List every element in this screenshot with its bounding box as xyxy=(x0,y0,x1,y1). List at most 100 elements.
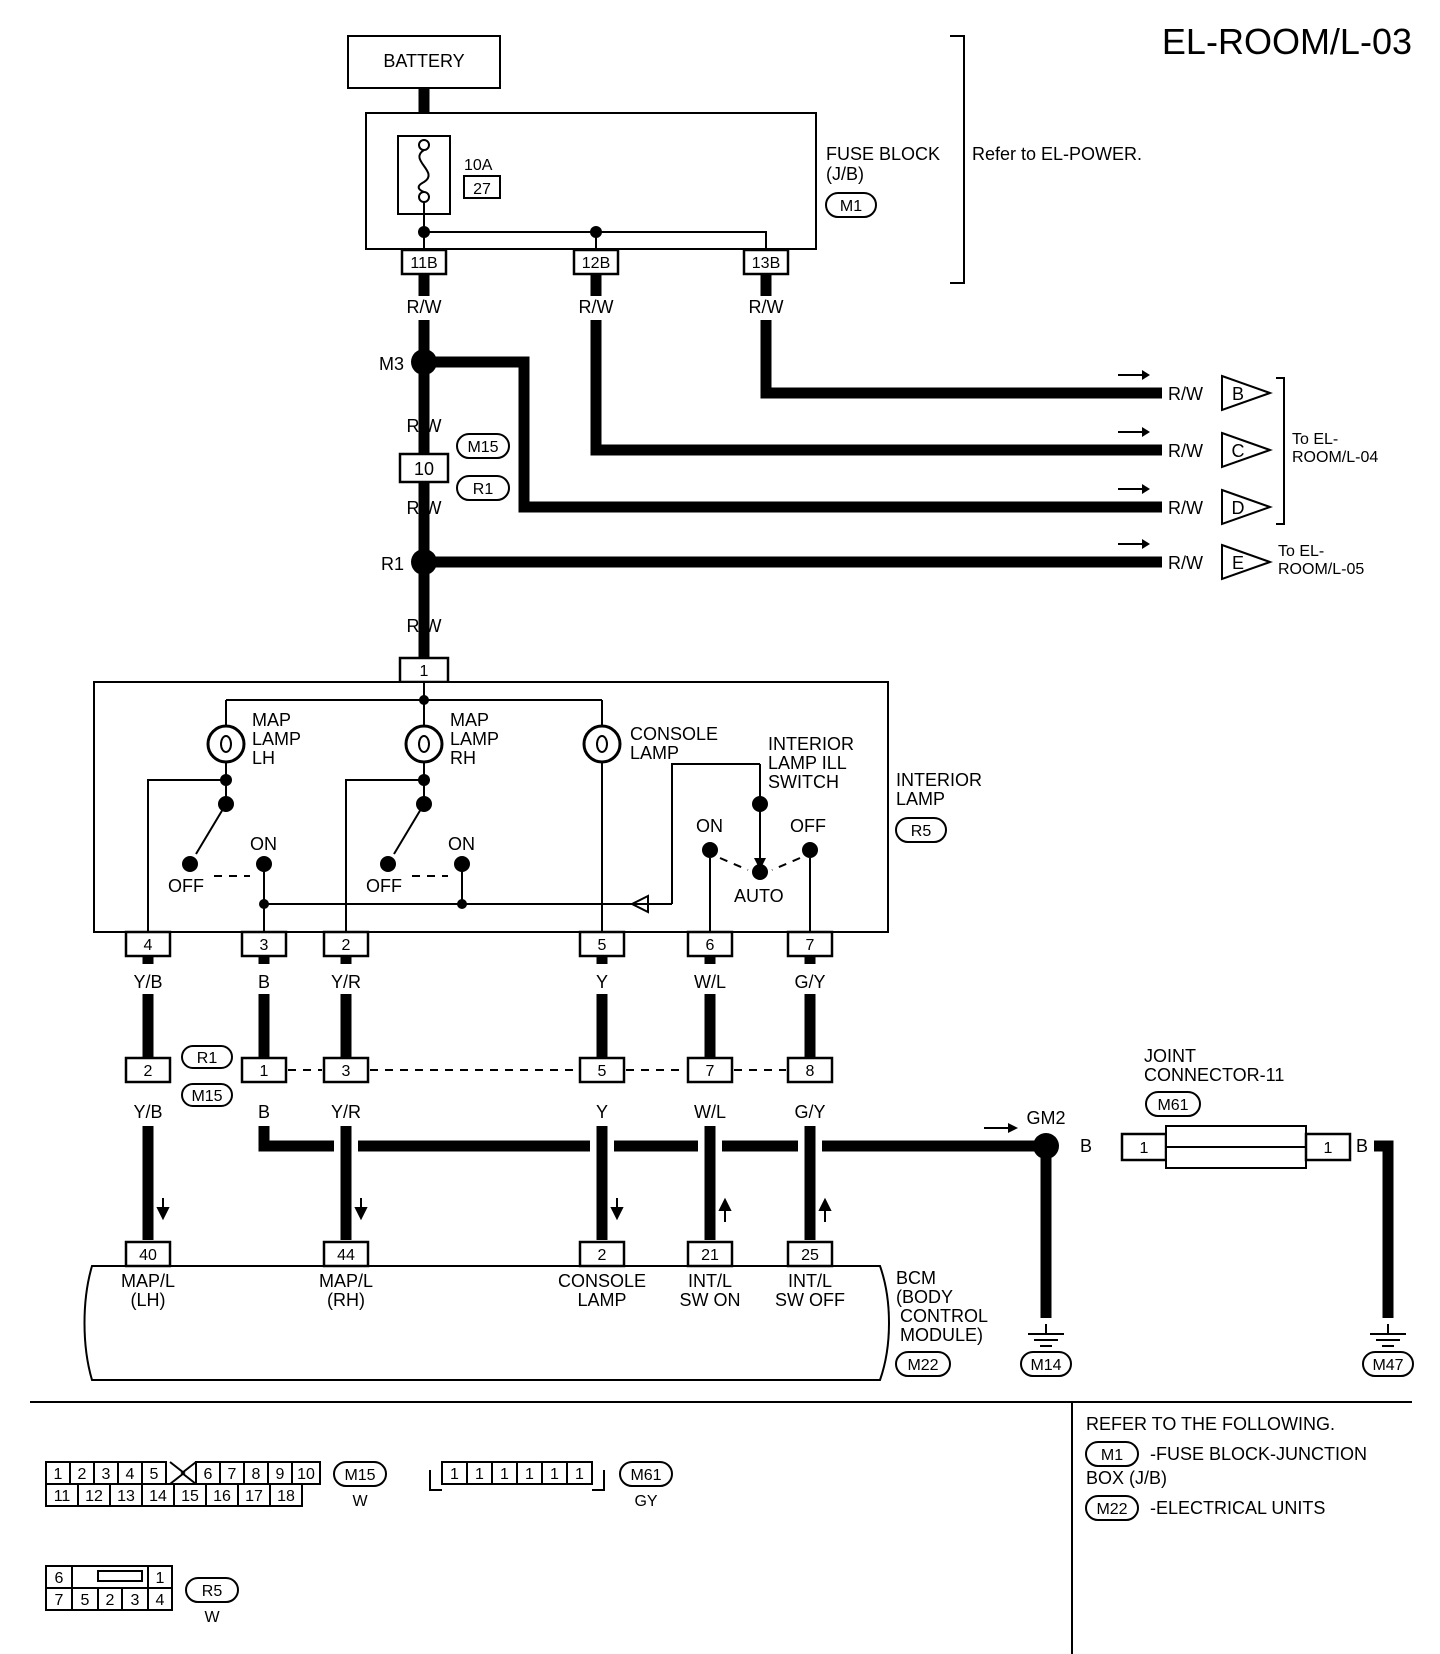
legend-r5-code: R5 xyxy=(202,1583,223,1600)
interior-lamp-input-pin: 1 xyxy=(420,663,429,680)
output-b: R/W B xyxy=(1118,370,1273,412)
legend-m15-pin-12: 12 xyxy=(85,1488,103,1505)
output-b-letter: B xyxy=(1232,384,1244,404)
battery: BATTERY xyxy=(347,35,501,89)
bcm-pin-25: 25 xyxy=(801,1247,819,1264)
lamp-pin-6: 6 xyxy=(706,937,715,954)
junction-r1 xyxy=(411,549,437,575)
mid-pin-8: 8 xyxy=(806,1063,815,1080)
legend-m15-pin-18-cell xyxy=(269,1483,303,1507)
wire-inline-color: R/W xyxy=(407,498,442,518)
refer-power: Refer to EL-POWER. xyxy=(972,144,1142,164)
fuse-rating: 10A xyxy=(464,157,493,174)
wire-lamp2-color: Y/R xyxy=(331,972,361,992)
fuse-block-label-2: (J/B) xyxy=(826,164,864,184)
wire-mid2-color: Y/B xyxy=(133,1102,162,1122)
to-room-04-line2: ROOM/L-04 xyxy=(1292,449,1378,466)
legend-m61-pin-5: 1 xyxy=(550,1466,559,1483)
fuse-block-label: FUSE BLOCK xyxy=(826,144,940,164)
bcm-label-21-2: SW ON xyxy=(680,1290,741,1310)
bcm-label-25-1: INT/L xyxy=(788,1271,832,1291)
ill-switch-line1: INTERIOR xyxy=(768,734,854,754)
legend-m15-pin-4: 4 xyxy=(126,1466,135,1483)
wire-lamp7-color: G/Y xyxy=(794,972,825,992)
to-room-04-line1: To EL- xyxy=(1292,431,1338,448)
output-d: R/W D xyxy=(1118,484,1273,526)
bcm-label-21-1: INT/L xyxy=(688,1271,732,1291)
joint-title-2: CONNECTOR-11 xyxy=(1144,1065,1284,1085)
legend-m15-pin-2: 2 xyxy=(78,1466,87,1483)
mid-connector: 2 1 3 5 7 8 R1 M15 xyxy=(124,1045,834,1107)
legend-r5-pin-5: 5 xyxy=(81,1592,90,1609)
legend-m15-pin-9: 9 xyxy=(276,1466,285,1483)
bcm-title-3: CONTROL xyxy=(900,1306,988,1326)
legend-m15-pin-1: 1 xyxy=(54,1466,63,1483)
ill-switch-off: OFF xyxy=(790,816,826,836)
fuse-terminal-13b: 13B xyxy=(752,255,780,272)
junction-m3 xyxy=(411,349,437,375)
ill-switch-line2: LAMP ILL xyxy=(768,753,847,773)
legend-m15-pin-18: 18 xyxy=(277,1488,295,1505)
bcm-title-2: (BODY xyxy=(896,1287,953,1307)
joint-connector-11: 1 1 JOINT CONNECTOR-11 M61 xyxy=(1120,1046,1352,1169)
wire-12b-color: R/W xyxy=(579,297,614,317)
mid-pin-7: 7 xyxy=(706,1063,715,1080)
battery-label: BATTERY xyxy=(383,51,464,71)
mid-pin-3: 3 xyxy=(342,1063,351,1080)
legend-m15-pin-5: 5 xyxy=(150,1466,159,1483)
lamp-pin-7: 7 xyxy=(806,937,815,954)
legend-m61-pin-3: 1 xyxy=(500,1466,509,1483)
map-rh-line3: RH xyxy=(450,748,476,768)
output-c-letter: C xyxy=(1232,441,1245,461)
joint-pin-left: 1 xyxy=(1140,1140,1149,1157)
ground-m47: M47 xyxy=(1372,1357,1403,1374)
mid-code-m15: M15 xyxy=(191,1088,222,1105)
map-lh-line3: LH xyxy=(252,748,275,768)
ill-switch-on: ON xyxy=(696,816,723,836)
legend-m61-pin-6-cell xyxy=(566,1461,593,1485)
refer-item-1-code: M1 xyxy=(1101,1447,1123,1464)
legend-m61-pin-6: 1 xyxy=(575,1466,584,1483)
mid-pin-1: 1 xyxy=(260,1063,269,1080)
output-d-color: R/W xyxy=(1168,498,1203,518)
ground-m14: M14 xyxy=(1030,1357,1061,1374)
legend-m15-pin-3: 3 xyxy=(102,1466,111,1483)
legend-r5-color: W xyxy=(204,1609,220,1626)
legend-m15-pin-6: 6 xyxy=(204,1466,213,1483)
console-lamp-line2: LAMP xyxy=(630,743,679,763)
refer-item-1-text: -FUSE BLOCK-JUNCTION xyxy=(1150,1444,1367,1464)
legend-m61-code: M61 xyxy=(630,1467,661,1484)
legend-m61-pin-2: 1 xyxy=(475,1466,484,1483)
fuse-block: 10A 27 11B 12B 13B FUSE BLOCK (J/B) M1 xyxy=(365,112,940,276)
wire-m3-color: R/W xyxy=(407,416,442,436)
legend-m15-pin-13: 13 xyxy=(117,1488,135,1505)
output-e-letter: E xyxy=(1232,553,1244,573)
joint-title-1: JOINT xyxy=(1144,1046,1196,1066)
map-lh-off: OFF xyxy=(168,876,204,896)
legend-m15-pin-14: 14 xyxy=(149,1488,167,1505)
fuse-terminal-12b: 12B xyxy=(582,255,610,272)
legend-r5-pin-6: 6 xyxy=(55,1570,64,1587)
bcm-label-2-1: CONSOLE xyxy=(558,1271,646,1291)
legend-m15-pin-7: 7 xyxy=(228,1466,237,1483)
mid-code-r1: R1 xyxy=(197,1050,218,1067)
legend-r5-pin-4: 4 xyxy=(156,1592,165,1609)
bcm-label-25-2: SW OFF xyxy=(775,1290,845,1310)
legend-r5-key-slot xyxy=(97,1570,143,1582)
ill-switch-auto: AUTO xyxy=(734,886,784,906)
map-rh-line2: LAMP xyxy=(450,729,499,749)
legend-m15-pin-8: 8 xyxy=(252,1466,261,1483)
output-b-color: R/W xyxy=(1168,384,1203,404)
legend-r5-pin-1: 1 xyxy=(156,1570,165,1587)
output-c: R/W C xyxy=(1118,427,1273,469)
legend-r5-pin-3: 3 xyxy=(131,1592,140,1609)
junction-gm2-label: GM2 xyxy=(1026,1108,1065,1128)
legend-m61-pin-1: 1 xyxy=(450,1466,459,1483)
bcm-label-2-2: LAMP xyxy=(577,1290,626,1310)
to-room-05-line1: To EL- xyxy=(1278,543,1324,560)
map-lh-line1: MAP xyxy=(252,710,291,730)
junction-r1-label: R1 xyxy=(381,554,404,574)
